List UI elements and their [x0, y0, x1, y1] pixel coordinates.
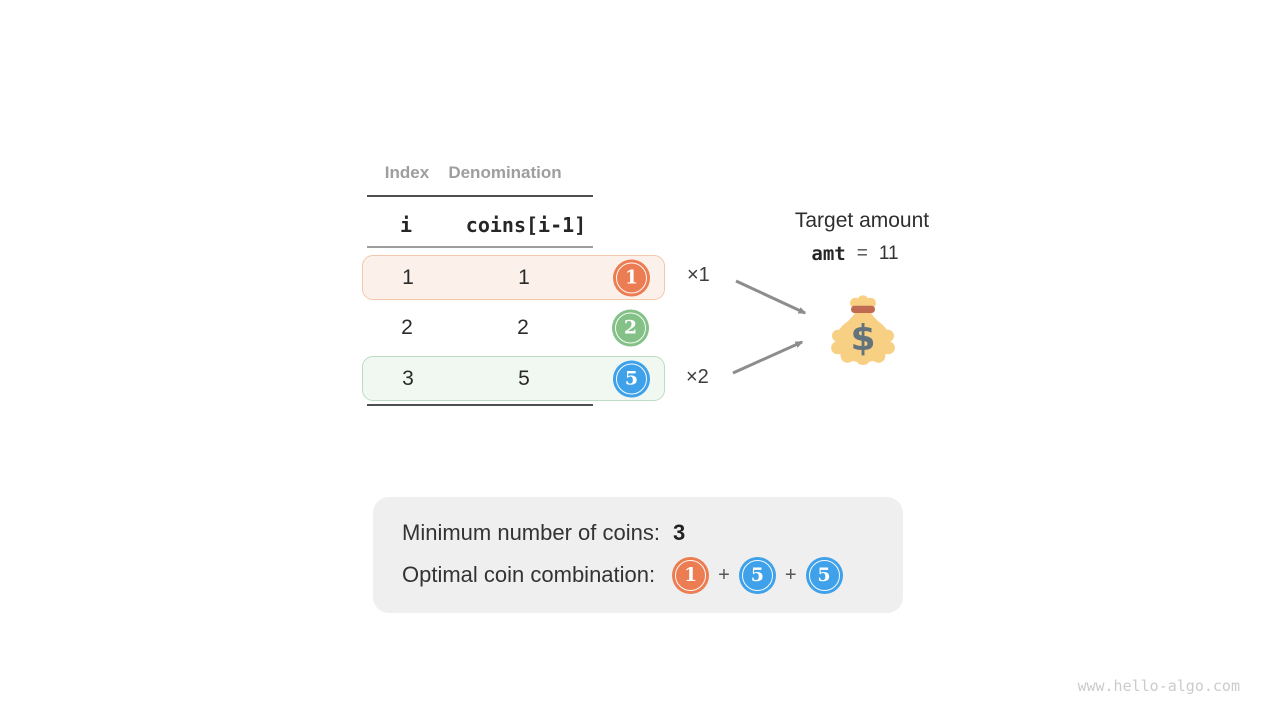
- arrow-icon: [732, 279, 807, 375]
- row-denomination-value: 5: [518, 366, 530, 390]
- target-amount-label: Target amount: [794, 209, 930, 232]
- coin-icon: 1: [613, 259, 650, 296]
- coin-icon: 1: [672, 556, 710, 594]
- coin-value: 2: [623, 316, 638, 338]
- table-row: 3 5 5: [362, 356, 665, 401]
- min-coins-label: Minimum number of coins:: [402, 520, 660, 545]
- min-coins-line: Minimum number of coins: 3: [402, 518, 685, 548]
- plus-sign: +: [718, 563, 730, 586]
- plus-sign: +: [784, 563, 797, 586]
- amount-value: 11: [878, 243, 899, 264]
- min-coins-value: 3: [672, 520, 686, 545]
- table-row: 1 1 1: [362, 255, 665, 300]
- row-index-value: 3: [402, 366, 414, 390]
- code-header-i: i: [399, 213, 413, 237]
- code-header-coins: coins[i-1]: [465, 213, 587, 237]
- table-divider-middle: [367, 246, 593, 248]
- coin-icon: 5: [805, 556, 843, 594]
- table-divider-bottom: [367, 404, 593, 406]
- coin-icon: 5: [738, 556, 776, 594]
- result-box: Minimum number of coins: 3 Optimal coin …: [373, 497, 903, 613]
- coin-value: 5: [750, 563, 764, 586]
- coin-value: 5: [624, 367, 639, 389]
- dollar-sign: $: [850, 318, 875, 359]
- table-row: 2 2 2: [362, 305, 665, 350]
- combination-label: Optimal coin combination:: [402, 562, 656, 587]
- combination-line: Optimal coin combination: 1 + 5 + 5: [402, 555, 843, 595]
- multiplier-label: ×1: [687, 264, 710, 286]
- equals-sign: =: [856, 243, 868, 264]
- column-header-index: Index: [384, 163, 430, 182]
- column-header-denomination: Denomination: [448, 163, 562, 182]
- coin-value: 1: [624, 266, 639, 288]
- money-bag-icon: $: [831, 295, 895, 365]
- watermark: www.hello-algo.com: [1077, 677, 1240, 695]
- coin-value: 5: [817, 563, 831, 586]
- arrow-top-icon: [735, 279, 807, 315]
- coin-icon: 5: [613, 360, 650, 397]
- arrow-bottom-icon: [732, 340, 804, 375]
- target-amount-equation: amt = 11: [811, 243, 898, 265]
- table-divider-top: [367, 195, 593, 197]
- multiplier-label: ×2: [686, 366, 709, 388]
- row-denomination-value: 2: [517, 315, 529, 339]
- row-denomination-value: 1: [518, 265, 530, 289]
- money-bag-shape: $: [831, 295, 895, 365]
- row-index-value: 1: [402, 265, 414, 289]
- row-index-value: 2: [401, 315, 413, 339]
- amt-variable: amt: [811, 243, 846, 265]
- coin-value: 1: [684, 563, 698, 586]
- coin-icon: 2: [612, 309, 649, 346]
